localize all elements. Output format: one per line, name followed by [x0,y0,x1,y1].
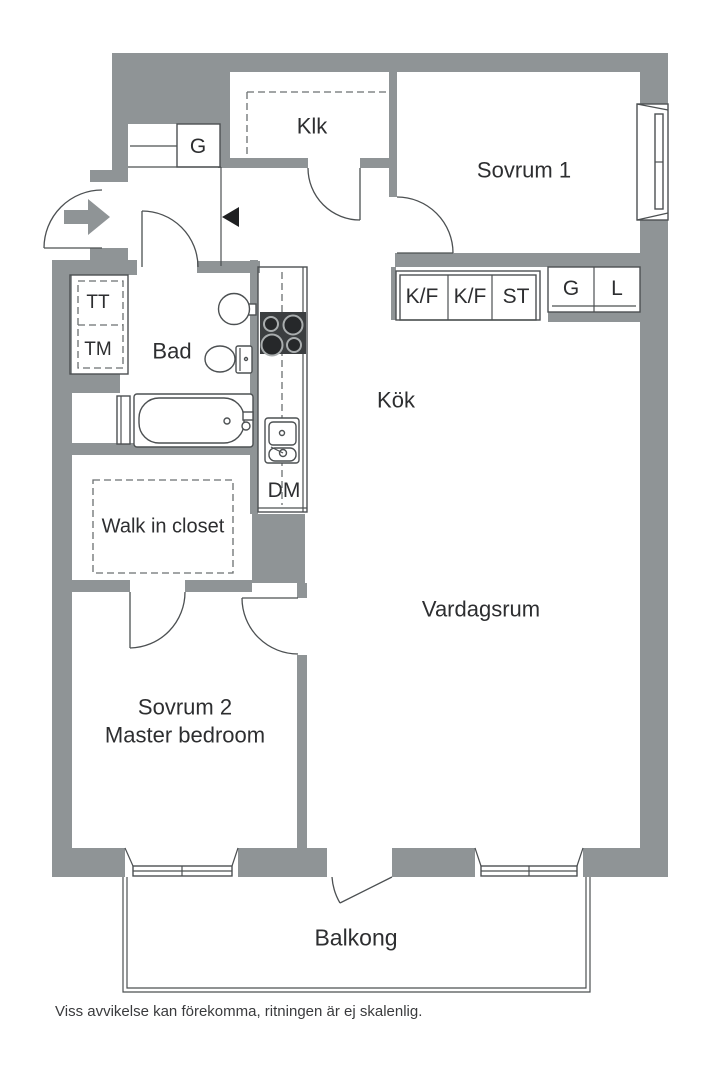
room-label-bathroom: Bad [152,338,192,364]
room-label-kitchen: Kök [377,387,415,413]
bathroom-door [141,210,199,268]
dryer-label: TT [86,292,110,314]
klk-door [307,167,361,221]
entry-arrow-icon [64,199,110,235]
fridge-freezer-label-2: K/F [453,284,487,308]
bedroom2-window [124,847,239,877]
room-label-klk: Klk [296,113,328,139]
hall-wardrobe-label: G [189,134,207,158]
tall-cabinet-label: ST [502,284,530,308]
room-label-bedroom2-line2: Master bedroom [104,722,266,747]
washer-dryer-unit [69,274,129,375]
klk-storage-dashes [246,91,389,157]
entry-door [43,189,103,249]
stove-icon [260,312,306,357]
room-label-bedroom2: Sovrum 2 Master bedroom [105,694,265,749]
balcony-outline [122,877,591,993]
bedroom1-door [396,196,454,254]
living-room-window [474,847,584,877]
bedroom2-door [241,597,299,655]
direction-triangle-icon [222,207,239,227]
room-label-balcony: Balkong [314,924,398,951]
bathtub-icon [133,393,254,448]
hall-wardrobe [128,123,222,266]
room-label-bedroom1: Sovrum 1 [476,157,572,183]
fridge-freezer-label-1: K/F [405,284,439,308]
closet-to-bedroom2-door [129,591,186,649]
bathroom-sink-icon [217,292,257,326]
kitchen-sink-icon [264,417,300,464]
disclaimer-text: Viss avvikelse kan förekomma, ritningen … [55,1003,423,1020]
room-label-living-room: Vardagsrum [421,596,541,622]
tall-cabinets-unit [395,270,541,321]
washer-label: TM [84,339,112,361]
wardrobe-g-label: G [562,276,580,300]
walls [52,53,668,877]
balcony-door [331,876,393,904]
bedroom1-window [636,103,669,221]
walk-in-closet-dashes [92,479,234,574]
room-label-bedroom2-line1: Sovrum 2 [137,694,233,720]
kitchen-counter [257,266,308,513]
dishwasher-label: DM [267,478,301,502]
toilet-icon [204,345,253,374]
room-label-walk-in-closet: Walk in closet [101,515,225,538]
gl-wardrobes-unit [547,266,641,313]
radiator-icon [116,395,131,445]
wardrobe-l-label: L [611,276,623,300]
